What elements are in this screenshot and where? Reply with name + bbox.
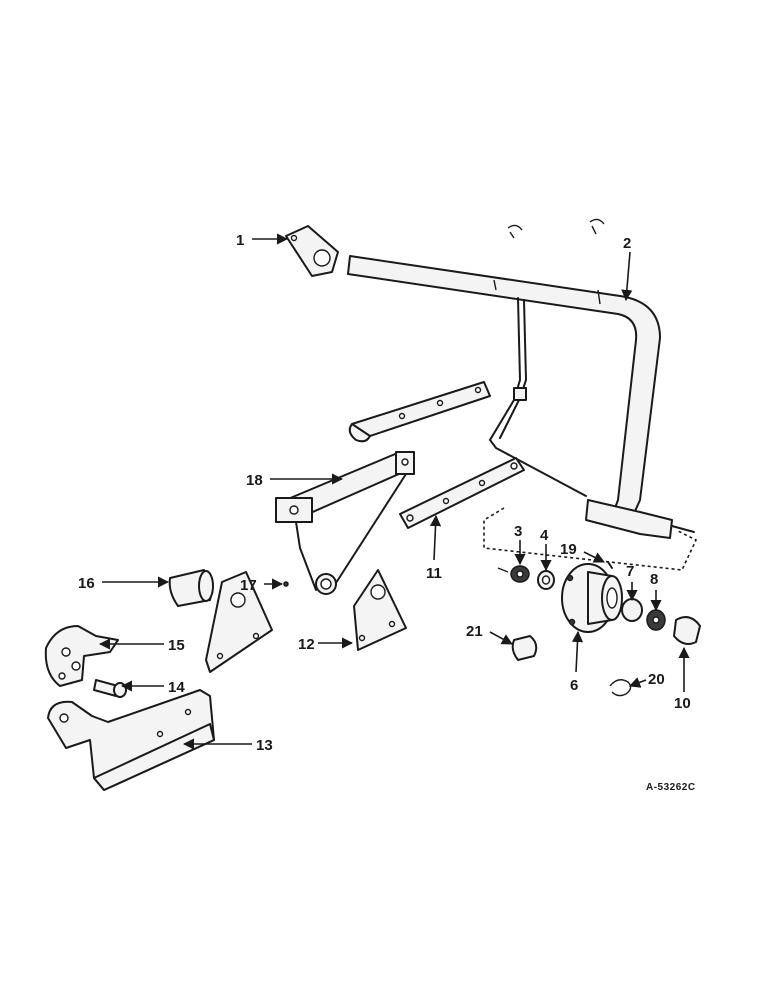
left-triangle-plate: [205, 571, 273, 673]
part-20-clip: [609, 679, 632, 697]
leader-6: [571, 630, 584, 673]
part-6-hub: [561, 563, 623, 633]
part-15-clevis: [44, 625, 119, 687]
leader-lines: [98, 233, 690, 750]
callout-11: 11: [426, 565, 442, 582]
part-3-nut: [497, 565, 530, 583]
leader-11: [429, 514, 442, 561]
part-8-nut: [646, 609, 666, 631]
callout-18: 18: [246, 472, 263, 489]
callout-13: 13: [256, 737, 273, 754]
callout-8: 8: [650, 571, 658, 588]
callout-3: 3: [514, 523, 522, 540]
callout-17: 17: [240, 577, 257, 594]
callout-16: 16: [78, 575, 95, 592]
callout-labels: 1 2 3 4 6 7 8 10 11 12 13 14 15 16 17 18…: [78, 232, 691, 754]
callout-10: 10: [674, 695, 691, 712]
leader-19: [583, 551, 606, 563]
part-11-flat-bar: [399, 457, 525, 529]
callout-15: 15: [168, 637, 185, 654]
leader-20: [628, 677, 647, 688]
part-13-hitch-bracket: [47, 689, 215, 791]
callout-1: 1: [236, 232, 244, 249]
callout-20: 20: [648, 671, 665, 688]
callout-12: 12: [298, 636, 315, 653]
part-2-axle-bar: [347, 218, 695, 539]
hub-group-outline: [483, 507, 698, 571]
part-1-bracket: [285, 225, 339, 277]
callout-19: 19: [560, 541, 577, 558]
part-16-pin: [168, 569, 214, 607]
link-rod: [488, 297, 587, 497]
callout-21: 21: [466, 623, 483, 640]
part-18-frame: [275, 451, 415, 595]
part-14-bolt: [93, 679, 127, 698]
part-19-pin: [607, 561, 613, 569]
part-21-bushing: [511, 635, 538, 661]
callout-6: 6: [570, 677, 578, 694]
callout-2: 2: [623, 235, 631, 252]
callout-4: 4: [540, 527, 549, 544]
part-17-small-pin: [283, 581, 289, 587]
leader-21: [489, 631, 513, 645]
upper-flat-bar: [348, 381, 491, 443]
part-10-cap: [673, 616, 701, 645]
callout-14: 14: [168, 679, 185, 696]
part-7-bearing: [621, 598, 643, 622]
part-12-triangle-plate: [353, 569, 407, 651]
part-4-washer: [537, 570, 555, 590]
callout-7: 7: [626, 563, 634, 580]
leader-2: [621, 251, 633, 302]
drawing-code: A-53262C: [646, 782, 696, 793]
